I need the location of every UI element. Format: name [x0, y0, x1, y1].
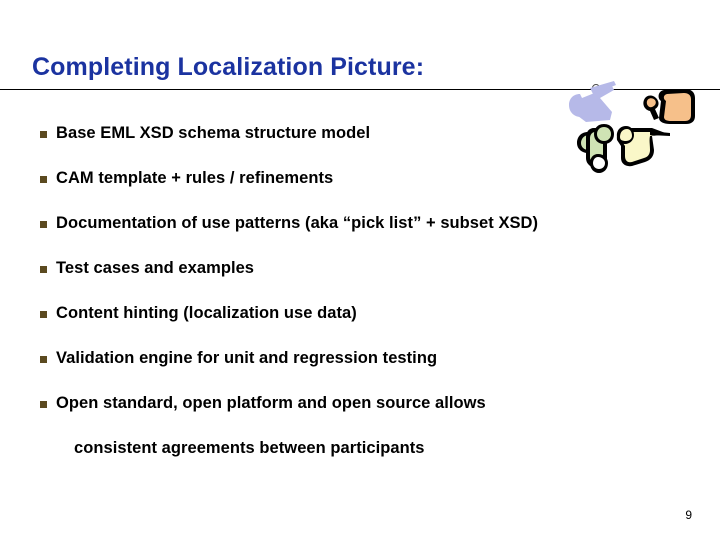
bullet-square-icon	[40, 347, 56, 371]
list-item[interactable]: Base EML XSD schema structure model	[40, 122, 712, 167]
bullet-list: Base EML XSD schema structure model CAM …	[40, 122, 712, 482]
list-item-label: Base EML XSD schema structure model	[56, 124, 371, 142]
list-item-label: Test cases and examples	[56, 259, 255, 277]
line-resize-handle[interactable]	[592, 84, 600, 92]
list-item-label: Documentation of use patterns (aka “pick…	[56, 214, 539, 232]
title-divider-line	[0, 89, 720, 90]
bullet-square-icon	[40, 212, 56, 236]
bullet-square-icon	[40, 122, 56, 146]
list-item-label: Validation engine for unit and regressio…	[56, 349, 438, 367]
list-item[interactable]: Content hinting (localization use data)	[40, 302, 712, 347]
list-item-label: Content hinting (localization use data)	[56, 304, 357, 322]
bullet-square-icon	[40, 392, 56, 416]
list-item-continuation[interactable]: consistent agreements between participan…	[40, 437, 712, 482]
list-item[interactable]: Open standard, open platform and open so…	[40, 392, 712, 437]
page-title: Completing Localization Picture:	[32, 53, 425, 81]
page-number: 9	[685, 508, 692, 522]
bullet-square-icon	[40, 167, 56, 191]
orange-figure-icon	[643, 89, 695, 124]
list-item-label: Open standard, open platform and open so…	[56, 394, 486, 412]
list-item[interactable]: Test cases and examples	[40, 257, 712, 302]
list-item[interactable]: CAM template + rules / refinements	[40, 167, 712, 212]
list-item[interactable]: Validation engine for unit and regressio…	[40, 347, 712, 392]
list-item[interactable]: Documentation of use patterns (aka “pick…	[40, 212, 712, 257]
bullet-square-icon	[40, 257, 56, 281]
list-item-label: CAM template + rules / refinements	[56, 169, 334, 187]
list-item-label: consistent agreements between participan…	[74, 439, 425, 457]
bullet-square-icon	[40, 302, 56, 326]
